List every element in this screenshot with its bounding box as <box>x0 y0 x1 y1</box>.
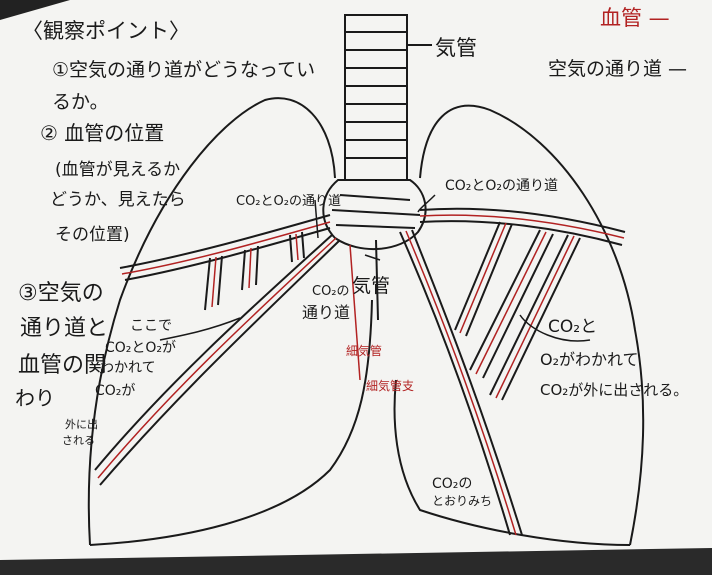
observation-point3-line2: 通り道と <box>20 316 108 341</box>
bronchial-hub <box>323 180 425 249</box>
label-right-note-3: CO₂が外に出される。 <box>540 381 688 399</box>
label-bronchiole-1: 細気管 <box>346 343 382 358</box>
leader-lines <box>160 195 590 341</box>
legend-air-passage: 空気の通り道 — <box>548 58 687 80</box>
label-co2-out-2: 外に出 <box>65 417 98 431</box>
observation-point3-line1: ③空気の <box>18 281 104 306</box>
observation-title: 〈観察ポイント〉 <box>22 19 190 43</box>
label-co2-out-3: される <box>62 434 95 447</box>
observation-point2-line2: (血管が見えるか <box>55 160 180 180</box>
label-here-2: CO₂とO₂が <box>105 340 176 356</box>
legend-blood-vessel: 血管 — <box>600 6 670 30</box>
label-co2-path-1: CO₂の <box>312 284 350 299</box>
label-trachea: 気管 <box>435 36 477 60</box>
observation-point2-line1: ② 血管の位置 <box>40 121 164 145</box>
observation-point3-line3: 血管の関 <box>18 353 106 378</box>
label-co2-o2-path-left: CO₂とO₂の通り道 <box>236 194 341 209</box>
observation-point1-line2: るか。 <box>52 91 109 113</box>
trachea <box>345 15 432 180</box>
label-co2-o2-path-right: CO₂とO₂の通り道 <box>445 178 558 194</box>
label-right-note-1: CO₂と <box>548 317 597 337</box>
label-co2-way-1: CO₂の <box>432 476 472 492</box>
observation-point1-line1: ①空気の通り道がどうなってい <box>52 59 315 81</box>
photo-corner-top-left <box>0 0 70 20</box>
label-co2-path-2: 通り道 <box>302 303 350 322</box>
label-co2-out-1: CO₂が <box>95 383 135 399</box>
label-right-note-2: O₂がわかれて <box>540 350 639 369</box>
observation-point3-line4: わり <box>15 386 55 410</box>
label-bronchus: 気管 <box>352 275 390 297</box>
airways <box>95 209 625 535</box>
label-co2-way-2: とおりみち <box>432 494 492 508</box>
observation-point2-line4: その位置) <box>55 225 130 245</box>
observation-point2-line3: どうか、見えたら <box>50 190 186 210</box>
label-here-3: わかれて <box>100 360 156 376</box>
photo-edge-bottom <box>0 548 712 575</box>
label-bronchiole-2: 細気管支 <box>366 378 414 393</box>
right-lung-lower-edge <box>395 380 630 545</box>
label-here-1: ここで <box>130 318 172 334</box>
